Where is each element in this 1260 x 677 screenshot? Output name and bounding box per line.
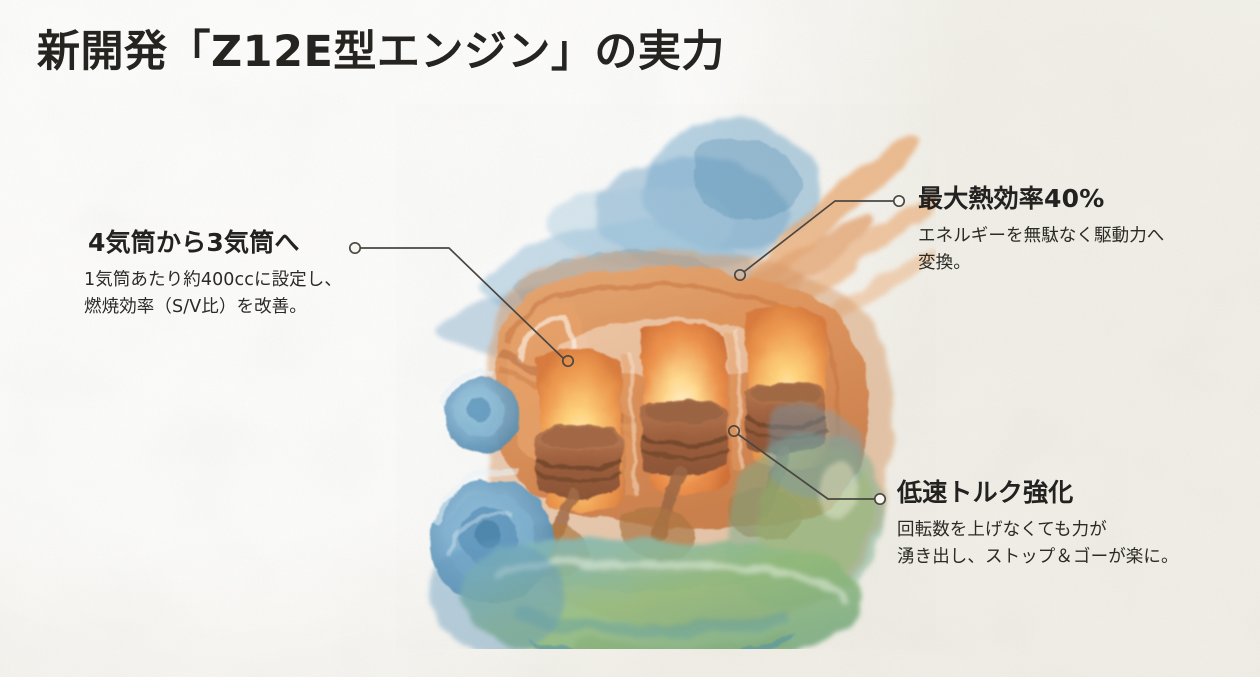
callout-torque-body-line-1: 回転数を上げなくても力が: [897, 520, 1107, 540]
callout-cylinders-body-line-2: 燃焼効率（S/V比）を改善。: [84, 297, 307, 318]
callout-cylinders-body-line-1: 1気筒あたり約400ccに設定し、: [84, 270, 342, 290]
callout-thermal-body-line-1: エネルギーを無駄なく駆動力へ: [918, 226, 1165, 246]
callout-torque-body: 回転数を上げなくても力が 湧き出し、ストップ＆ゴーが楽に。: [897, 517, 1179, 571]
callout-cylinders-heading: 4気筒から3気筒へ: [88, 228, 300, 257]
callout-thermal-body: エネルギーを無駄なく駆動力へ 変換。: [918, 223, 1164, 277]
callout-cylinders: 4気筒から3気筒へ 1気筒あたり約400ccに設定し、 燃焼効率（S/V比）を改…: [84, 228, 342, 321]
callout-thermal-body-line-2: 変換。: [918, 253, 971, 274]
callout-thermal-heading: 最大熱効率40%: [918, 184, 1105, 213]
page-title: 新開発「Z12E型エンジン」の実力: [37, 27, 725, 77]
callout-thermal: 最大熱効率40% エネルギーを無駄なく駆動力へ 変換。: [918, 184, 1164, 277]
callout-cylinders-body: 1気筒あたり約400ccに設定し、 燃焼効率（S/V比）を改善。: [84, 267, 342, 321]
callout-torque-body-line-2: 湧き出し、ストップ＆ゴーが楽に。: [897, 547, 1179, 568]
callout-torque: 低速トルク強化 回転数を上げなくても力が 湧き出し、ストップ＆ゴーが楽に。: [897, 478, 1179, 571]
callout-torque-heading: 低速トルク強化: [897, 478, 1074, 507]
